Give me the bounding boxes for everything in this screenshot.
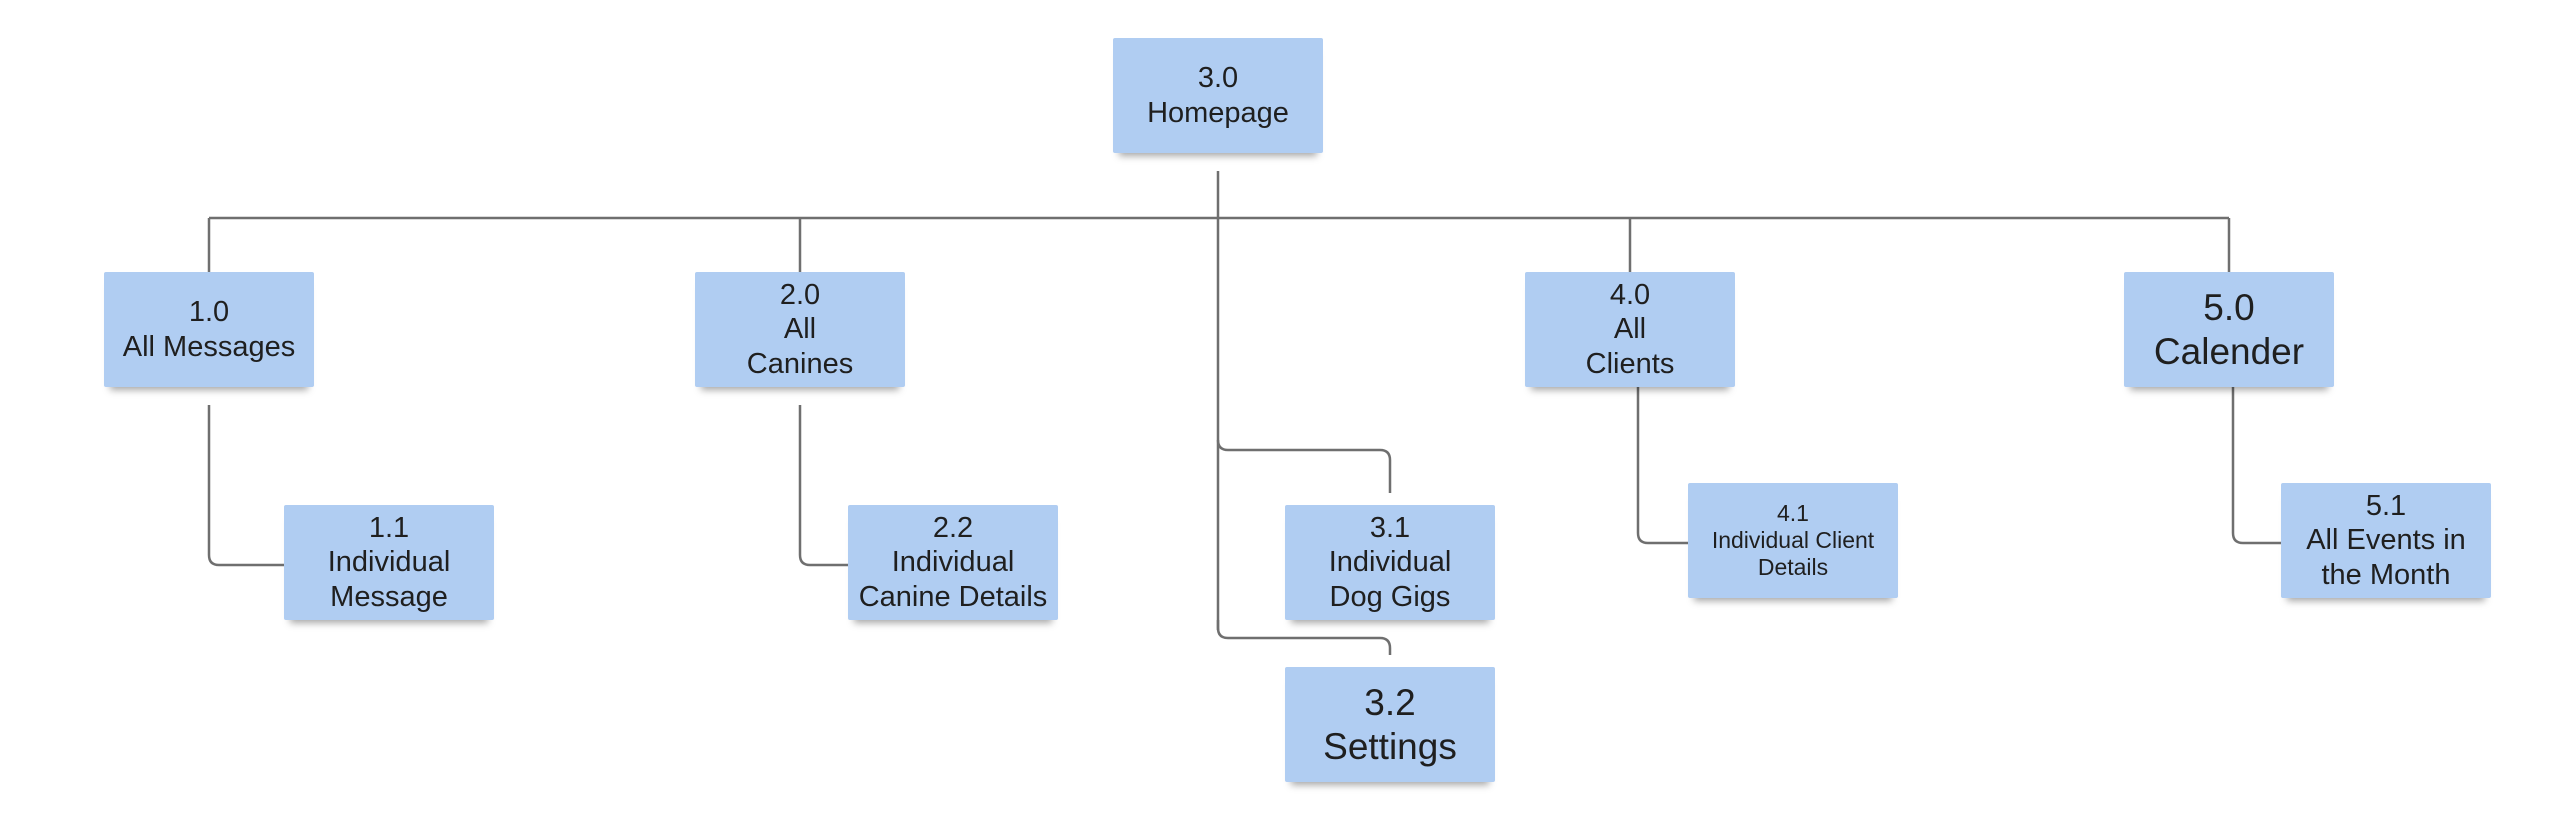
node-calender[interactable]: 5.0 Calender	[2124, 272, 2334, 387]
node-number: 4.0	[1609, 279, 1651, 312]
connector-4.0-to-4.1	[1636, 387, 1688, 545]
node-homepage[interactable]: 3.0 Homepage	[1113, 38, 1323, 153]
node-title-line-1: Individual	[1328, 546, 1452, 579]
node-number: 1.1	[368, 512, 410, 545]
connector-5.0-to-5.1	[2231, 387, 2281, 545]
node-title-line-1: Individual Client	[1711, 526, 1875, 553]
node-title-line-2: Details	[1757, 554, 1829, 581]
node-all-canines[interactable]: 2.0 All Canines	[695, 272, 905, 387]
connector-3.0-to-3.2	[1216, 620, 1392, 655]
node-all-clients[interactable]: 4.0 All Clients	[1525, 272, 1735, 387]
node-title: Calender	[2153, 330, 2305, 372]
node-all-events-in-the-month[interactable]: 5.1 All Events in the Month	[2281, 483, 2491, 598]
node-title: Settings	[1323, 725, 1457, 767]
node-title-line-2: Message	[330, 580, 448, 613]
node-number: 4.1	[1777, 499, 1809, 526]
node-title-line-2: Dog Gigs	[1329, 580, 1451, 613]
node-title-line-1: All	[1613, 313, 1647, 346]
node-number: 5.0	[2203, 286, 2255, 328]
node-settings[interactable]: 3.2 Settings	[1285, 667, 1495, 782]
node-number: 5.1	[2365, 490, 2407, 523]
node-number: 3.1	[1369, 512, 1411, 545]
node-individual-canine-details[interactable]: 2.2 Individual Canine Details	[848, 505, 1058, 620]
connector-2.0-to-2.2	[798, 405, 848, 567]
node-title: All Messages	[122, 330, 296, 363]
node-title-line-2: the Month	[2321, 558, 2451, 591]
node-number: 2.0	[779, 279, 821, 312]
node-individual-client-details[interactable]: 4.1 Individual Client Details	[1688, 483, 1898, 598]
node-title-line-2: Clients	[1585, 347, 1675, 380]
node-number: 3.2	[1364, 681, 1416, 723]
node-number: 1.0	[188, 296, 230, 329]
node-title-line-1: All Events in	[2306, 524, 2466, 557]
node-title-line-2: Canines	[746, 347, 854, 380]
node-title-line-1: Individual	[891, 546, 1015, 579]
node-number: 2.2	[932, 512, 974, 545]
node-individual-message[interactable]: 1.1 Individual Message	[284, 505, 494, 620]
node-number: 3.0	[1197, 62, 1239, 95]
node-individual-dog-gigs[interactable]: 3.1 Individual Dog Gigs	[1285, 505, 1495, 620]
node-title: Homepage	[1147, 96, 1289, 129]
node-title-line-1: All	[783, 313, 817, 346]
node-title-line-2: Canine Details	[858, 580, 1048, 613]
connector-1.0-to-1.1	[207, 405, 284, 567]
node-title-line-1: Individual	[327, 546, 451, 579]
node-all-messages[interactable]: 1.0 All Messages	[104, 272, 314, 387]
connector-3.0-to-3.1	[1216, 439, 1392, 493]
